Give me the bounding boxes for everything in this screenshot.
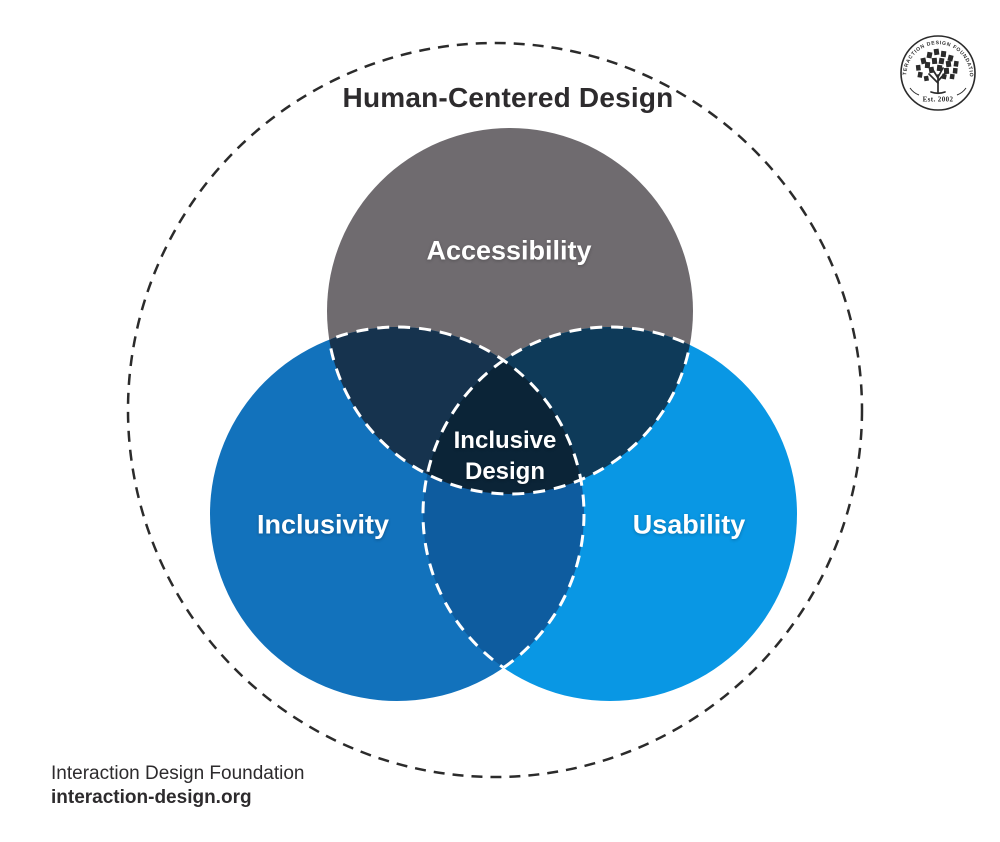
logo-flourishes — [909, 87, 967, 96]
logo-ring — [900, 35, 976, 111]
footer-attribution: Interaction Design Foundation interactio… — [51, 762, 305, 810]
inclusivity-circle-dashed-edge — [327, 325, 586, 701]
ifd-logo: INTERACTION DESIGN FOUNDATION — [896, 31, 976, 111]
overlap-center-inclusive-design — [423, 327, 584, 494]
footer-website: interaction-design.org — [51, 787, 252, 808]
footer-org-name: Interaction Design Foundation — [51, 763, 305, 784]
tree-icon — [915, 48, 959, 95]
logo-est-text: Est. 2002 — [923, 96, 954, 104]
human-centered-design-outer-circle — [126, 41, 864, 779]
